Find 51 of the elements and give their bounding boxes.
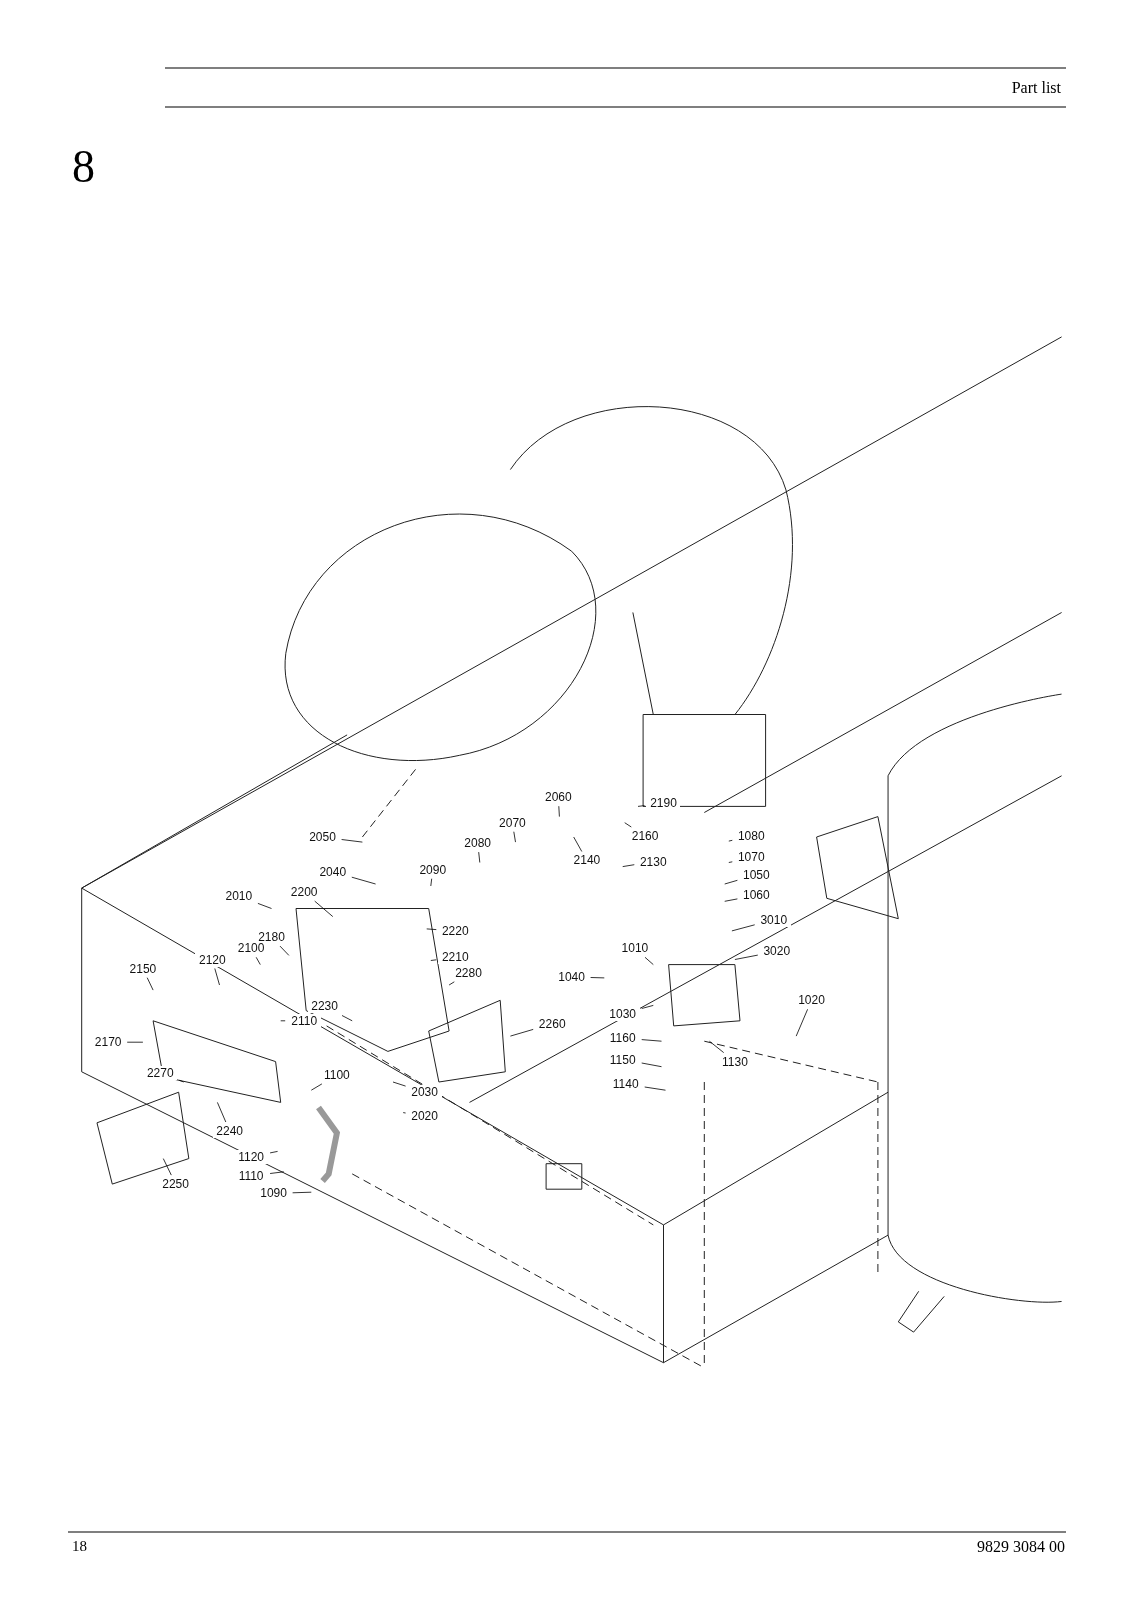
leader-line xyxy=(644,956,654,965)
leader-line xyxy=(641,1062,662,1068)
document-number: 9829 3084 00 xyxy=(977,1538,1065,1556)
leader-line xyxy=(573,836,583,852)
leader-line xyxy=(341,1015,353,1022)
leader-line xyxy=(269,1171,285,1174)
leader-line xyxy=(731,924,756,932)
leader-line xyxy=(217,1102,227,1123)
leader-line xyxy=(126,1041,144,1043)
leader-line xyxy=(622,864,635,867)
leader-line xyxy=(624,822,632,828)
leader-line xyxy=(510,1029,534,1037)
leader-line xyxy=(637,805,645,807)
leader-line xyxy=(214,968,220,986)
leader-line xyxy=(644,1086,666,1091)
leader-line xyxy=(728,861,733,863)
leader-line xyxy=(255,956,261,965)
leader-line xyxy=(279,945,290,956)
leader-line xyxy=(590,977,605,979)
leader-line xyxy=(310,1083,323,1091)
leader-line xyxy=(728,839,733,842)
leader-line xyxy=(269,1151,278,1154)
leader-line xyxy=(430,878,433,887)
leader-line xyxy=(724,879,738,885)
callout-number: 1120 xyxy=(234,1149,269,1164)
leader-line xyxy=(392,1081,406,1087)
leader-line xyxy=(146,977,154,991)
leader-line xyxy=(257,903,272,909)
page-number: 18 xyxy=(72,1538,87,1555)
leader-line xyxy=(641,1039,662,1042)
leader-line xyxy=(162,1158,172,1176)
leader-line xyxy=(314,900,334,917)
leader-line xyxy=(430,959,437,961)
leader-line xyxy=(478,851,481,863)
leader-line xyxy=(292,1191,312,1194)
leader-line xyxy=(734,954,759,960)
section-number: 8 xyxy=(72,140,95,193)
leader-line xyxy=(280,1020,286,1022)
leader-line xyxy=(641,1005,654,1009)
leader-line xyxy=(351,876,376,885)
leader-line xyxy=(426,928,437,930)
leader-line xyxy=(513,831,516,843)
leader-line xyxy=(341,839,363,843)
page-title: Part list xyxy=(1011,79,1061,97)
leader-line xyxy=(724,898,738,902)
leader-line xyxy=(448,981,455,986)
leader-line xyxy=(558,805,560,817)
leader-line xyxy=(178,1079,185,1083)
leader-line xyxy=(795,1008,808,1037)
leader-line xyxy=(709,1040,725,1053)
leader-line xyxy=(402,1112,406,1114)
